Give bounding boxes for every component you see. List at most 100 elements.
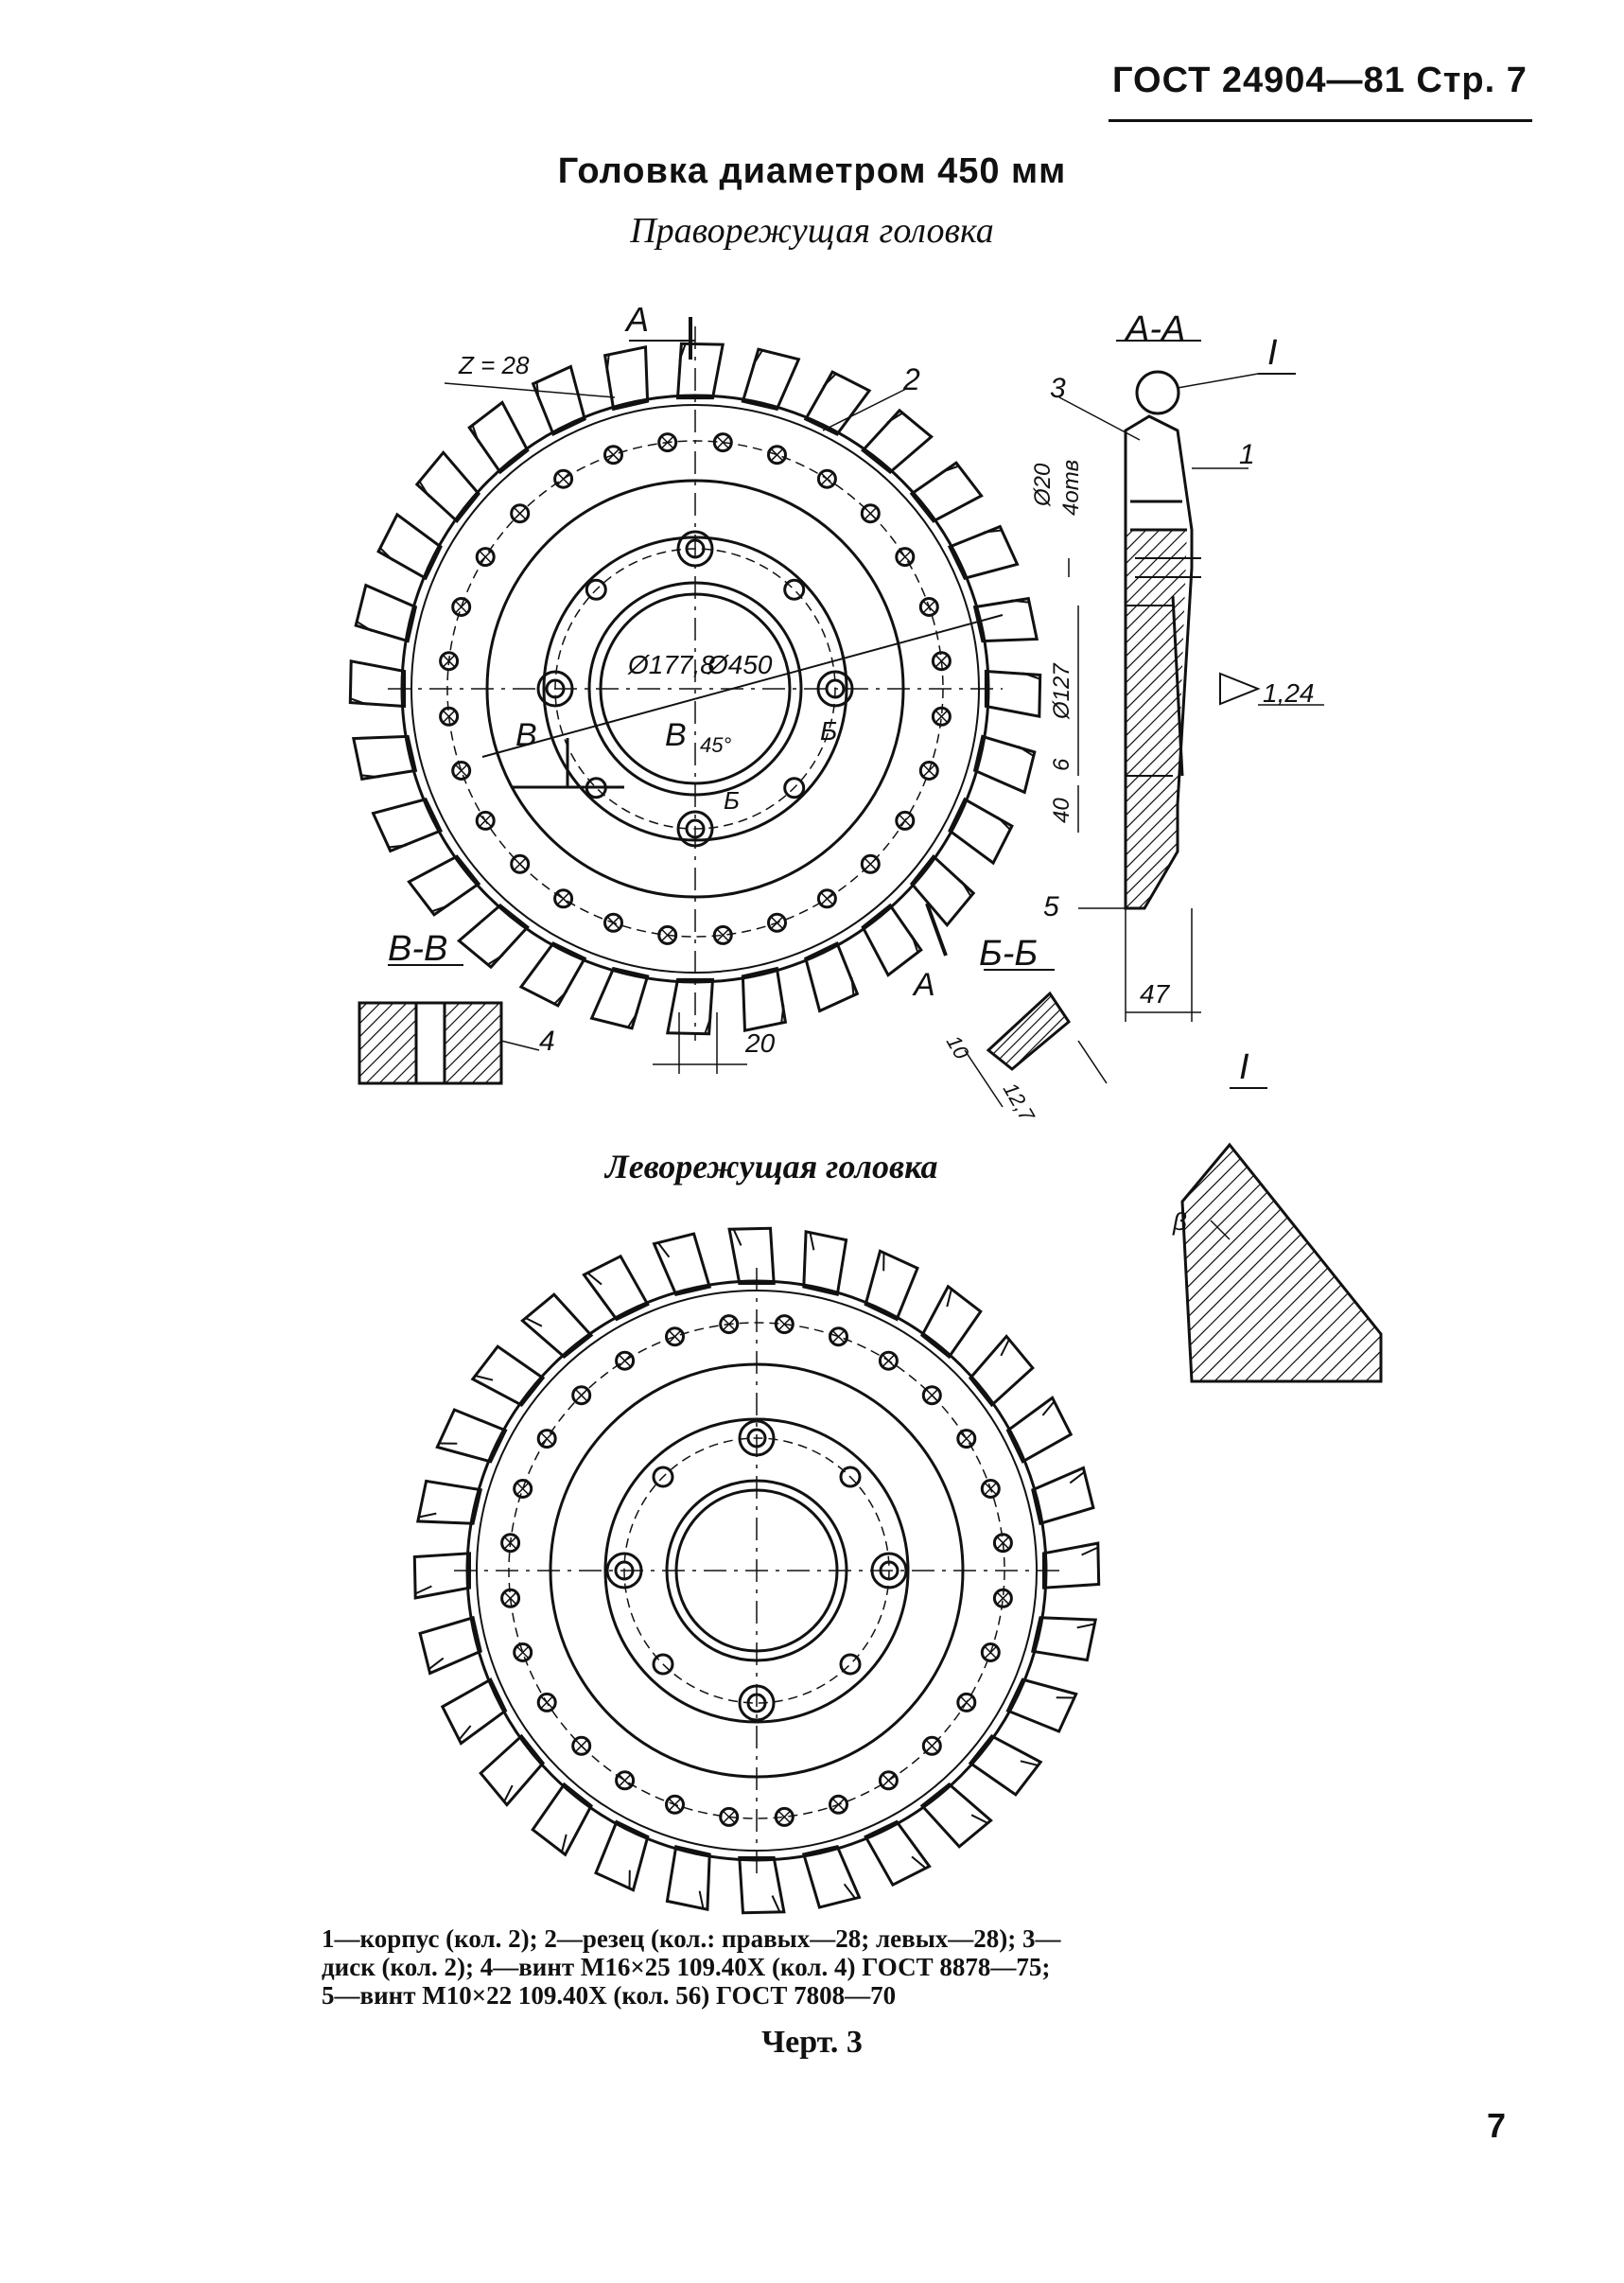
tooth-edge — [822, 373, 837, 388]
screw-hole-mark — [960, 1432, 973, 1446]
screw-hole — [992, 1533, 1013, 1554]
screw-hole-mark — [960, 1695, 973, 1709]
screw-hole — [931, 651, 952, 672]
hatch-line — [1387, 1135, 1624, 1391]
cutter-tooth — [518, 941, 587, 1008]
screw-hole-mark — [443, 710, 456, 723]
tooth-edge — [349, 697, 368, 706]
cutter-tooth — [531, 1782, 594, 1857]
tooth-edge — [1000, 1339, 1010, 1357]
mounting-hole — [652, 1466, 674, 1488]
screw-hole — [603, 912, 623, 933]
cutter-tooth — [456, 903, 530, 970]
mounting-bolt — [816, 670, 854, 708]
label-teeth: Z = 28 — [458, 351, 530, 379]
screw-hole — [980, 1479, 1001, 1499]
mounting-hole — [839, 1466, 862, 1488]
tooth-edge — [430, 904, 449, 913]
label-dim-10: 10 — [942, 1031, 974, 1063]
hatch-line — [1126, 530, 1187, 908]
tooth-edge — [356, 620, 373, 632]
screw-hole — [895, 547, 916, 568]
screw-hole — [816, 468, 837, 489]
screw-hole-mark — [996, 1591, 1009, 1605]
label-view-a-2: А — [912, 967, 935, 1003]
hatch-line — [1371, 1145, 1381, 1381]
mounting-bolt — [536, 670, 574, 708]
screw-hole-mark — [479, 551, 492, 564]
screw-hole-mark — [925, 1739, 938, 1752]
cutter-tooth — [861, 408, 934, 475]
hatch-line — [1126, 530, 1187, 908]
screw-hole — [451, 761, 472, 781]
screw-hole-mark — [557, 892, 570, 905]
screw-hole-mark — [540, 1432, 553, 1446]
screw-hole-mark — [443, 655, 456, 668]
tooth-edge — [605, 354, 610, 373]
hatch-line — [1355, 1145, 1381, 1381]
screw-hole — [553, 468, 574, 489]
hatch-line — [359, 1003, 391, 1083]
mounting-bolt-inner — [746, 1693, 767, 1713]
label-section-vv: В-В — [388, 929, 447, 969]
label-dim-47: 47 — [1140, 979, 1171, 1009]
screw-hole — [921, 1385, 942, 1406]
screw-hole — [878, 1350, 899, 1371]
cutter-tooth — [602, 344, 650, 412]
screw-hole-mark — [716, 928, 729, 941]
hatch-line — [1126, 530, 1187, 908]
screw-hole — [712, 924, 733, 945]
cutter-tooth — [909, 854, 976, 928]
hatch-line — [988, 993, 1030, 1069]
screw-hole — [956, 1429, 977, 1449]
cutter-tooth — [972, 734, 1037, 795]
header-rule — [1109, 119, 1532, 122]
hatch-line — [1126, 530, 1187, 908]
screw-hole — [615, 1350, 636, 1371]
screw-hole-mark — [899, 814, 912, 827]
hatch-line — [440, 1003, 501, 1083]
label-sec-v-2: В — [665, 717, 687, 753]
cutter-tooth — [864, 1819, 932, 1888]
mounting-bolt-inner — [614, 1560, 635, 1581]
hatch-line — [990, 993, 1069, 1069]
hatch-line — [1196, 520, 1593, 918]
screw-hole-mark — [996, 1537, 1009, 1550]
label-part-3: 3 — [1050, 373, 1066, 404]
hatch-line — [1126, 530, 1187, 908]
hatch-line — [1182, 1145, 1280, 1381]
cutter-tooth — [582, 1254, 650, 1322]
screw-hole — [510, 853, 531, 874]
screw-hole-mark — [661, 436, 674, 449]
tooth-edge — [1081, 1546, 1099, 1556]
tooth-edge — [771, 1895, 781, 1913]
mounting-bolt-inner — [685, 538, 706, 559]
hatch-line — [359, 1003, 364, 1083]
screw-hole-mark — [557, 472, 570, 485]
screw-hole-mark — [504, 1537, 517, 1550]
cutter-tooth — [531, 364, 586, 437]
label-dim-20-holes: Ø20 — [1030, 463, 1056, 507]
hatch-line — [1024, 993, 1069, 1069]
label-angle-b: β — [1172, 1207, 1187, 1236]
label-detail-i: I — [1267, 333, 1278, 373]
section-a-a — [1058, 340, 1324, 1022]
screw-hole — [895, 810, 916, 831]
cutter-tooth — [675, 342, 725, 400]
screw-hole — [451, 597, 472, 617]
screw-hole — [921, 1735, 942, 1756]
screw-hole-mark — [864, 507, 877, 520]
tooth-edge — [850, 976, 855, 996]
tooth-edge — [428, 1657, 445, 1671]
screw-hole — [860, 503, 881, 524]
mounting-hole — [652, 1653, 674, 1676]
cutter-tooth — [470, 1344, 546, 1408]
screw-hole — [536, 1692, 557, 1712]
hatch-line — [1249, 1145, 1381, 1381]
screw-hole-mark — [831, 1330, 846, 1343]
cutter-tooth — [804, 940, 860, 1013]
tooth-edge — [911, 1855, 927, 1870]
screw-hole — [603, 445, 623, 465]
hatch-line — [1126, 530, 1187, 908]
hatch-line — [1126, 530, 1187, 908]
